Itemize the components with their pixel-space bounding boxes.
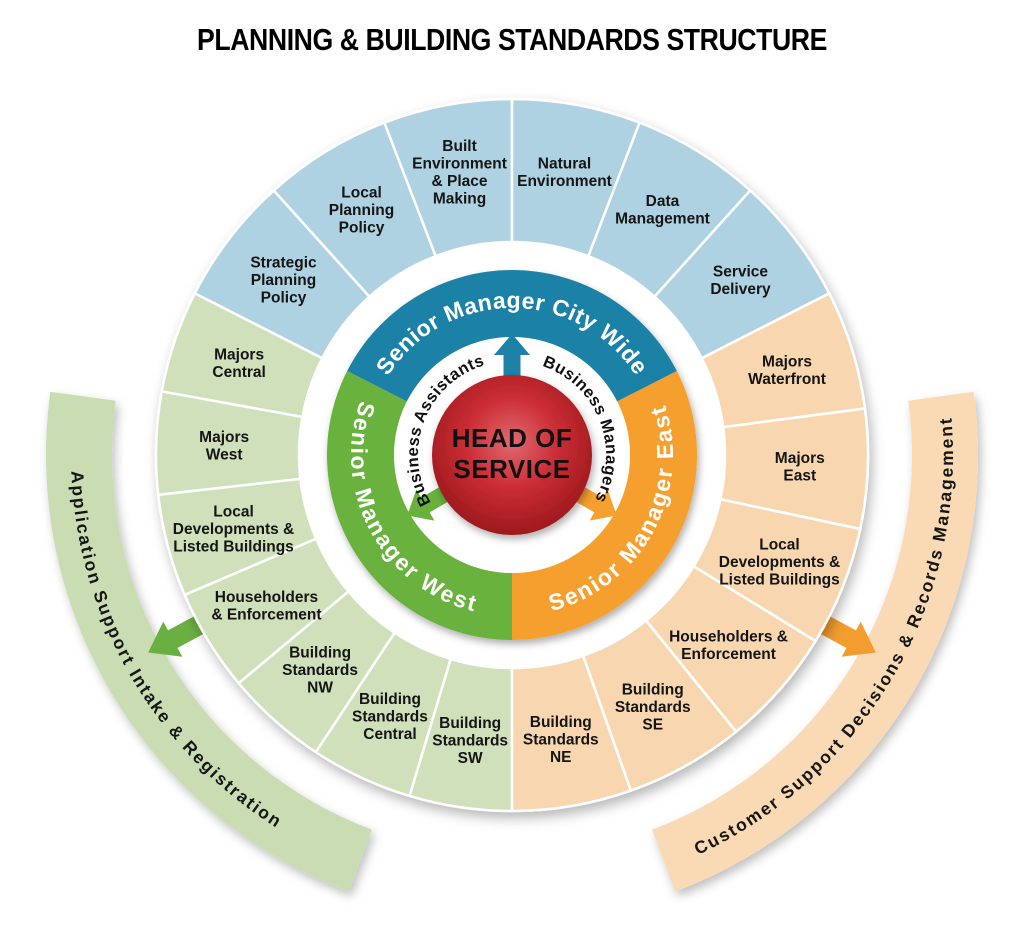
hub-sphere	[432, 375, 592, 535]
ring-segment-householders-and-enforcement	[183, 537, 350, 685]
ring-segment-building-standards-ne	[510, 654, 633, 813]
band-east	[512, 371, 698, 640]
band-west	[327, 371, 512, 641]
ring-segment-majors-west	[154, 390, 304, 497]
hub-arrow-city-wide-icon	[494, 334, 530, 385]
ring-segment-local-developments-and-listed-buildings	[156, 477, 318, 597]
application-support-arrow-icon	[148, 616, 204, 657]
outer-arc-left	[45, 391, 372, 892]
outer-ring	[154, 97, 870, 813]
outer-arc-right	[652, 391, 978, 892]
ring-segment-building-standards-nw	[237, 590, 396, 754]
customer-support-arrow-icon	[820, 616, 876, 657]
ring-segment-building-standards-sw	[408, 657, 514, 813]
segment-label-householders-and-enforcement: Householders &Enforcement	[669, 629, 788, 664]
ring-segment-majors-central	[160, 292, 324, 419]
ring-segment-building-standards-central	[314, 631, 452, 798]
page-title: PLANNING & BUILDING STANDARDS STRUCTURE	[197, 22, 827, 57]
segment-label-householders-and-enforcement: Householders& Enforcement	[211, 589, 321, 624]
